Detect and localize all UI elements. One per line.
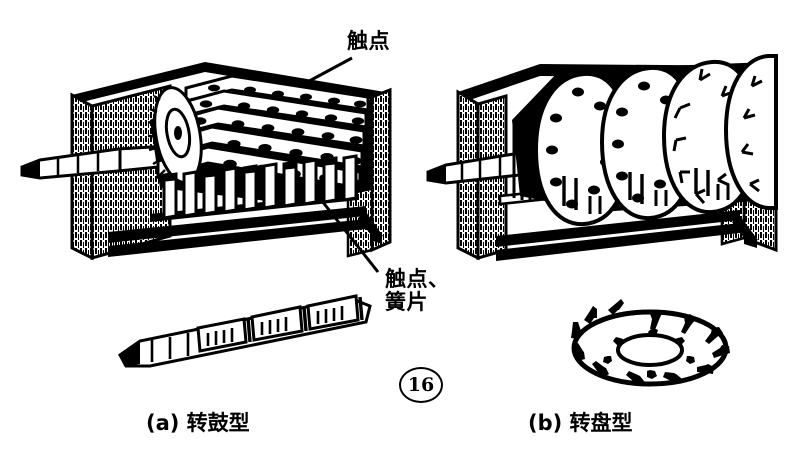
ring-contact-studs [571, 299, 730, 386]
leader-line-spring [316, 195, 380, 273]
drum-band [184, 74, 370, 112]
contact-disc-stack [512, 54, 778, 227]
wiper-leaf-group [512, 116, 730, 214]
disc-shaft-end-cap [428, 166, 446, 182]
disc-right-leg [732, 216, 758, 243]
contact-drum [147, 74, 372, 205]
detail-contact-segments [196, 294, 364, 353]
shaft-step-lines [56, 151, 100, 175]
detail-shaft-end [120, 342, 140, 366]
drum-shaft-detail [118, 294, 372, 368]
drum-band-contacts [208, 84, 366, 108]
drum-drive-shaft [20, 144, 170, 180]
leader-line-contact [299, 56, 353, 88]
drum-hub-teeth [147, 95, 166, 177]
detail-shaft-steps [150, 333, 190, 362]
frame-left-side-plate [70, 92, 94, 261]
drum-band-contacts [193, 117, 363, 144]
disc-right-foot [744, 236, 757, 248]
detail-segment-dividers [246, 296, 364, 343]
disc-shaft-steps [460, 155, 502, 181]
left-drum-assembly [20, 56, 392, 273]
spring-leaf-tips [163, 159, 337, 182]
annular-disc-detail [571, 299, 730, 387]
disc-base-rail-lower [496, 223, 740, 261]
frame-right-leg [358, 212, 383, 239]
disc-face-partial [723, 54, 778, 210]
drum-hub-bore [174, 126, 182, 140]
disc-wiper-leaves [512, 116, 730, 214]
ring-inner-hole [616, 333, 684, 367]
contact-spring-leaves [150, 154, 358, 222]
contact-disc [723, 54, 778, 210]
shaft-end-cap [22, 161, 40, 177]
drum-band-contacts [199, 100, 365, 125]
frame-base-rail-upper [108, 206, 366, 243]
right-disc-assembly [426, 54, 778, 261]
frame-top-rear-rail [72, 62, 385, 106]
frame-base-rail-lower [108, 219, 366, 257]
detail-segment-tongues [206, 306, 344, 346]
spring-leaf-group [162, 154, 358, 220]
frame-right-foot [370, 232, 382, 244]
disc-contact-fingers [740, 75, 763, 193]
wiper-drop-wires [562, 168, 710, 210]
disc-base-rail-upper [496, 210, 740, 247]
